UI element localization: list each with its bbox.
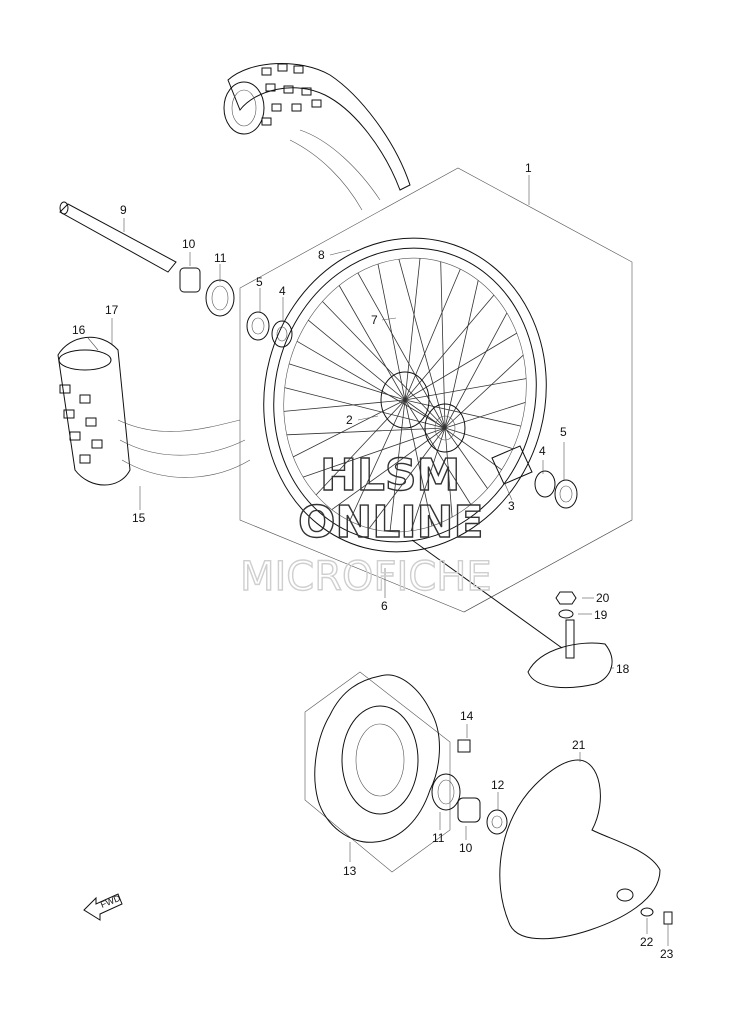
callout-21: 21 xyxy=(572,738,586,752)
watermark-line-1: HLSM xyxy=(320,450,460,501)
spoke xyxy=(286,427,446,436)
fwd-label: FWD xyxy=(99,893,122,910)
spoke xyxy=(357,272,446,429)
callout-6: 6 xyxy=(381,599,388,613)
spoke xyxy=(404,258,421,401)
callout-labels: 1 9 10 11 8 5 4 7 17 16 2 4 5 3 15 6 20 … xyxy=(72,161,674,961)
spoke xyxy=(444,427,453,518)
washer-19 xyxy=(558,609,574,619)
callout-20: 20 xyxy=(596,591,610,605)
bearing-5-left xyxy=(246,311,270,341)
spoke xyxy=(444,402,526,429)
spoke xyxy=(322,301,446,429)
spoke xyxy=(377,263,406,401)
callout-4-right: 4 xyxy=(539,444,546,458)
oil-seal-11-bottom xyxy=(431,773,461,811)
spoke xyxy=(389,399,406,532)
spoke xyxy=(404,399,521,427)
callout-9: 9 xyxy=(120,203,127,217)
callout-11-top: 11 xyxy=(214,251,227,265)
spoke xyxy=(444,354,524,429)
spoke xyxy=(404,294,495,401)
collar-10-top xyxy=(179,267,201,293)
watermark-line-3: MICROFICHE xyxy=(240,554,492,600)
callout-5-left: 5 xyxy=(256,275,263,289)
spoke xyxy=(368,427,446,529)
callout-3: 3 xyxy=(508,499,515,513)
spoke xyxy=(444,280,479,429)
spoke xyxy=(284,387,446,429)
callout-7: 7 xyxy=(371,313,378,327)
callout-8: 8 xyxy=(318,248,325,262)
spoke xyxy=(444,427,514,450)
watermark-line-2: ONLINE xyxy=(298,497,484,548)
callout-12: 12 xyxy=(491,778,505,792)
bearing-4-right xyxy=(534,470,556,498)
spokes xyxy=(283,258,527,532)
tire-top xyxy=(223,63,411,211)
callout-10-top: 10 xyxy=(182,237,196,251)
washer-22 xyxy=(640,907,654,917)
watermark: HLSM ONLINE MICROFICHE xyxy=(239,449,492,600)
spoke xyxy=(315,399,406,496)
spacer-3 xyxy=(491,445,533,485)
spoke xyxy=(404,268,461,401)
nut-12 xyxy=(486,809,508,835)
callout-16: 16 xyxy=(72,323,86,337)
callout-15: 15 xyxy=(132,511,146,525)
axle xyxy=(59,201,177,273)
callout-13: 13 xyxy=(343,864,357,878)
callout-17: 17 xyxy=(105,303,119,317)
spoke xyxy=(440,261,446,429)
brake-disc-outline xyxy=(304,671,451,873)
leader-lines xyxy=(87,175,669,946)
spoke xyxy=(331,427,446,510)
collar-10-bottom xyxy=(457,797,481,823)
spoke xyxy=(444,427,488,489)
screw-23 xyxy=(663,911,673,925)
spoke xyxy=(398,258,446,429)
hub xyxy=(380,371,466,453)
callout-23: 23 xyxy=(660,947,674,961)
callout-2: 2 xyxy=(346,413,353,427)
inner-tube xyxy=(527,619,613,689)
spoke xyxy=(404,378,527,401)
callout-18: 18 xyxy=(616,662,630,676)
spoke xyxy=(283,399,406,412)
spoke xyxy=(404,332,518,401)
tire-left xyxy=(57,336,251,486)
spoke xyxy=(288,363,406,401)
callout-10-bottom: 10 xyxy=(459,841,473,855)
spoke xyxy=(293,399,406,458)
spoke xyxy=(349,399,406,522)
callout-19: 19 xyxy=(594,608,608,622)
spoke xyxy=(444,312,508,429)
spoke xyxy=(302,427,446,478)
fwd-arrow-icon: FWD xyxy=(83,893,123,921)
bolt-14 xyxy=(457,739,471,753)
callout-11-bottom: 11 xyxy=(432,831,445,845)
spoke xyxy=(338,285,406,401)
callout-14: 14 xyxy=(460,709,474,723)
callout-1: 1 xyxy=(525,161,532,175)
callout-22: 22 xyxy=(640,935,654,949)
brake-disc xyxy=(314,674,440,843)
nut-20 xyxy=(555,591,577,605)
spoke xyxy=(404,399,472,505)
disc-cover xyxy=(499,759,661,940)
oil-seal-11-top xyxy=(205,279,235,317)
spoke xyxy=(410,427,446,532)
callout-5-right: 5 xyxy=(560,425,567,439)
bearing-5-right xyxy=(554,479,578,509)
spoke xyxy=(296,340,446,429)
spoke xyxy=(308,319,406,401)
callout-4-left: 4 xyxy=(279,284,286,298)
